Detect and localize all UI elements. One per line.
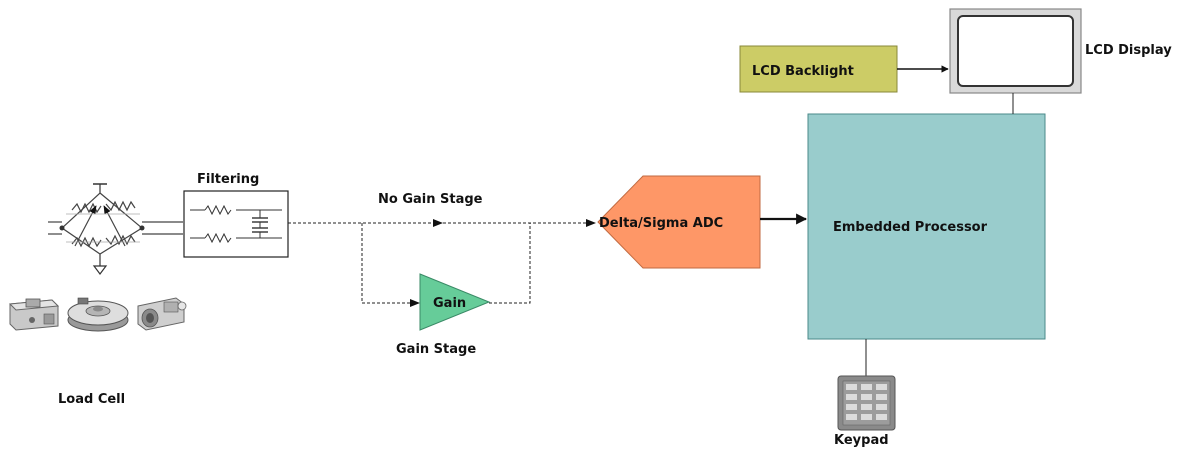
lcd-backlight-label: LCD Backlight: [752, 64, 854, 79]
filter-capacitor-icon: [252, 210, 268, 238]
gain-amplifier: Gain: [419, 273, 491, 331]
gain-stage-label: Gain Stage: [396, 342, 476, 357]
load-cell-device-3: [137, 297, 187, 331]
no-gain-arrow-icon: [433, 219, 443, 227]
processor-label: Embedded Processor: [833, 220, 988, 235]
gain-branch-out-line: [489, 223, 531, 304]
adc-block: Delta/Sigma ADC: [597, 175, 761, 269]
lcd-display-icon: [949, 8, 1082, 94]
processor-block: Embedded Processor: [807, 113, 1046, 340]
lcd-display-label: LCD Display: [1085, 43, 1172, 58]
load-cell-device-2: [67, 297, 129, 332]
filtering-label: Filtering: [197, 172, 259, 187]
gain-input-arrow-icon: [410, 299, 420, 307]
filter-resistor-top-icon: [204, 204, 232, 216]
lcd-backlight-block: LCD Backlight: [739, 45, 898, 93]
gain-label: Gain: [433, 296, 466, 311]
filter-resistor-bottom-icon: [204, 232, 232, 244]
adc-input-arrow-icon: [586, 219, 596, 227]
load-cell-devices-image: [8, 297, 187, 332]
adc-label: Delta/Sigma ADC: [599, 216, 723, 231]
gain-branch-in-line: [361, 223, 413, 304]
no-gain-stage-label: No Gain Stage: [378, 192, 483, 207]
keypad-icon: [837, 375, 896, 431]
signal-paths: [288, 219, 596, 307]
filter-block: [183, 190, 289, 258]
keypad-label: Keypad: [834, 433, 889, 448]
load-cell-label: Load Cell: [58, 392, 125, 407]
load-cell-bridge-icon: [48, 183, 183, 275]
load-cell-device-1: [8, 298, 60, 331]
